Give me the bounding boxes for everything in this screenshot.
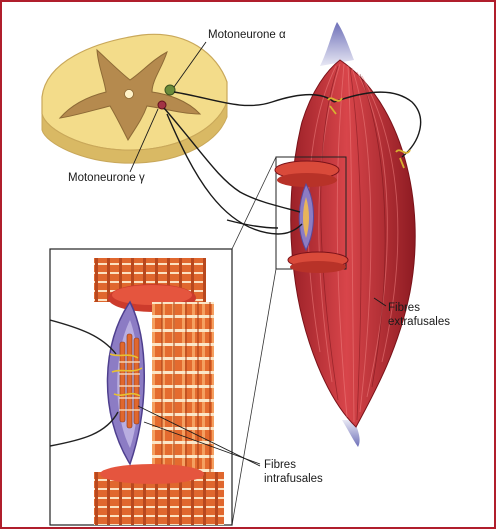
spinal-cord-section bbox=[42, 34, 227, 163]
label-motoneurone-alpha: Motoneurone α bbox=[208, 29, 286, 42]
label-fibres-intrafusales-line1: Fibres bbox=[264, 459, 296, 472]
inset-enlarged-view bbox=[50, 249, 232, 525]
label-motoneurone-gamma: Motoneurone γ bbox=[68, 172, 145, 185]
label-fibres-extrafusales-line1: Fibres bbox=[388, 302, 420, 315]
label-fibres-extrafusales-line2: extrafusales bbox=[388, 316, 450, 329]
label-fibres-intrafusales-line2: intrafusales bbox=[264, 473, 323, 486]
